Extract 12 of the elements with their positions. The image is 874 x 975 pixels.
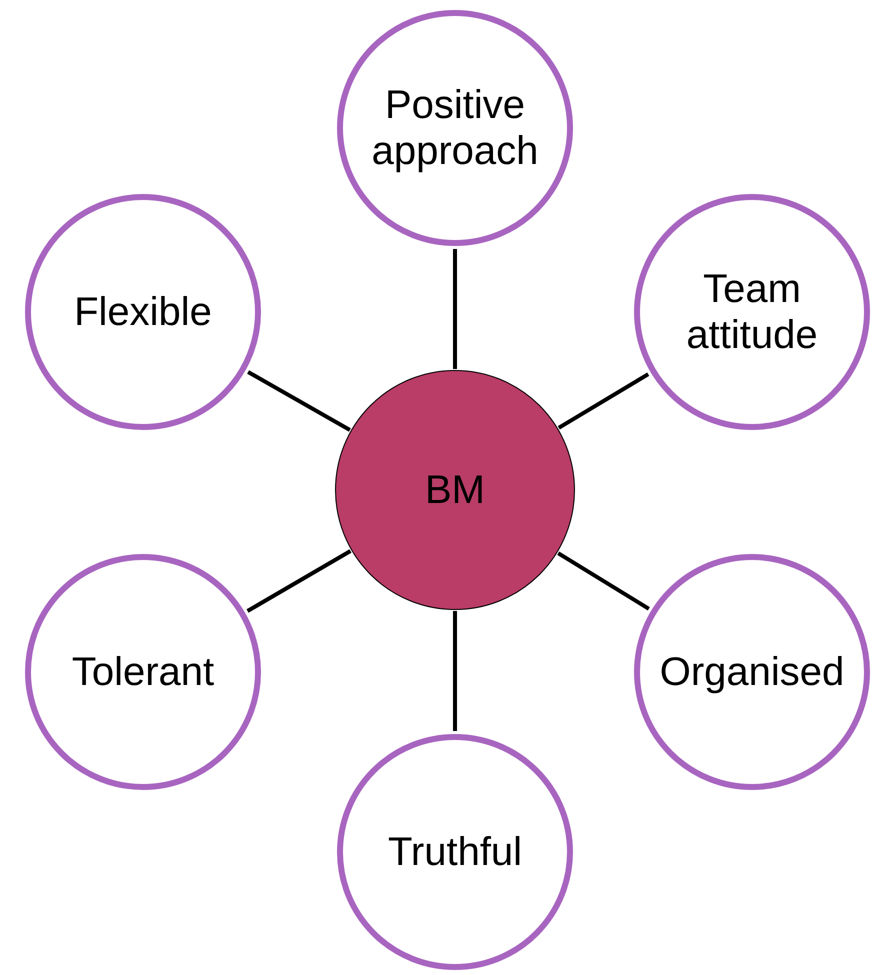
trait-label: Truthful [386,829,524,875]
connector-line [247,370,351,432]
trait-label: Flexible [73,289,213,335]
connector-line [557,552,650,610]
trait-label: Organised [658,649,846,695]
connector-line [453,249,457,369]
connector-line [558,372,650,430]
trait-label: Tolerant [70,649,216,695]
connector-line [453,611,457,731]
trait-label: Positive approach [370,82,540,174]
hub-label: BM [424,467,486,513]
trait-label: Team attitude [685,266,819,358]
